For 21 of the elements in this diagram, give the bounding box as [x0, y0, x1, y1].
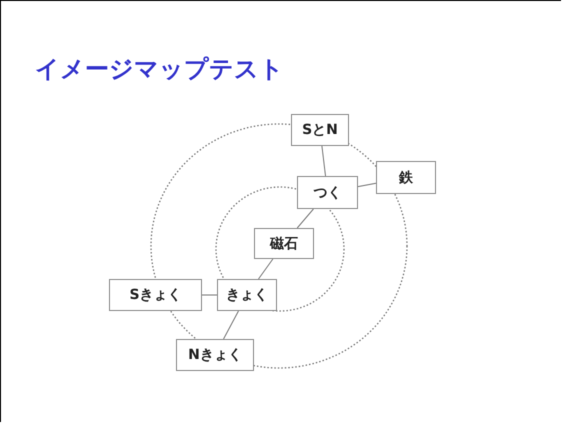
term-text: 磁石: [268, 234, 299, 252]
term-text: SとN: [301, 121, 339, 139]
connector-line: [258, 258, 274, 280]
connector-line: [296, 208, 314, 228]
connector-line: [321, 146, 326, 176]
term-box: [109, 279, 202, 311]
connector-line: [358, 182, 376, 188]
connector-line: [223, 310, 239, 340]
connector-line: [202, 294, 218, 296]
term-box: [291, 114, 349, 146]
term-box: [297, 176, 358, 209]
term-text: きょく: [225, 286, 269, 304]
term-text: Nきょく: [187, 346, 243, 364]
term-box: [217, 279, 277, 311]
term-text: つく: [312, 184, 342, 202]
term-text: 鉄: [398, 168, 414, 186]
title: イメージマップテスト: [35, 54, 284, 85]
term-box: [176, 339, 254, 371]
term-box: [254, 228, 314, 259]
term-box: [376, 161, 436, 194]
term-text: Sきょく: [128, 286, 183, 304]
